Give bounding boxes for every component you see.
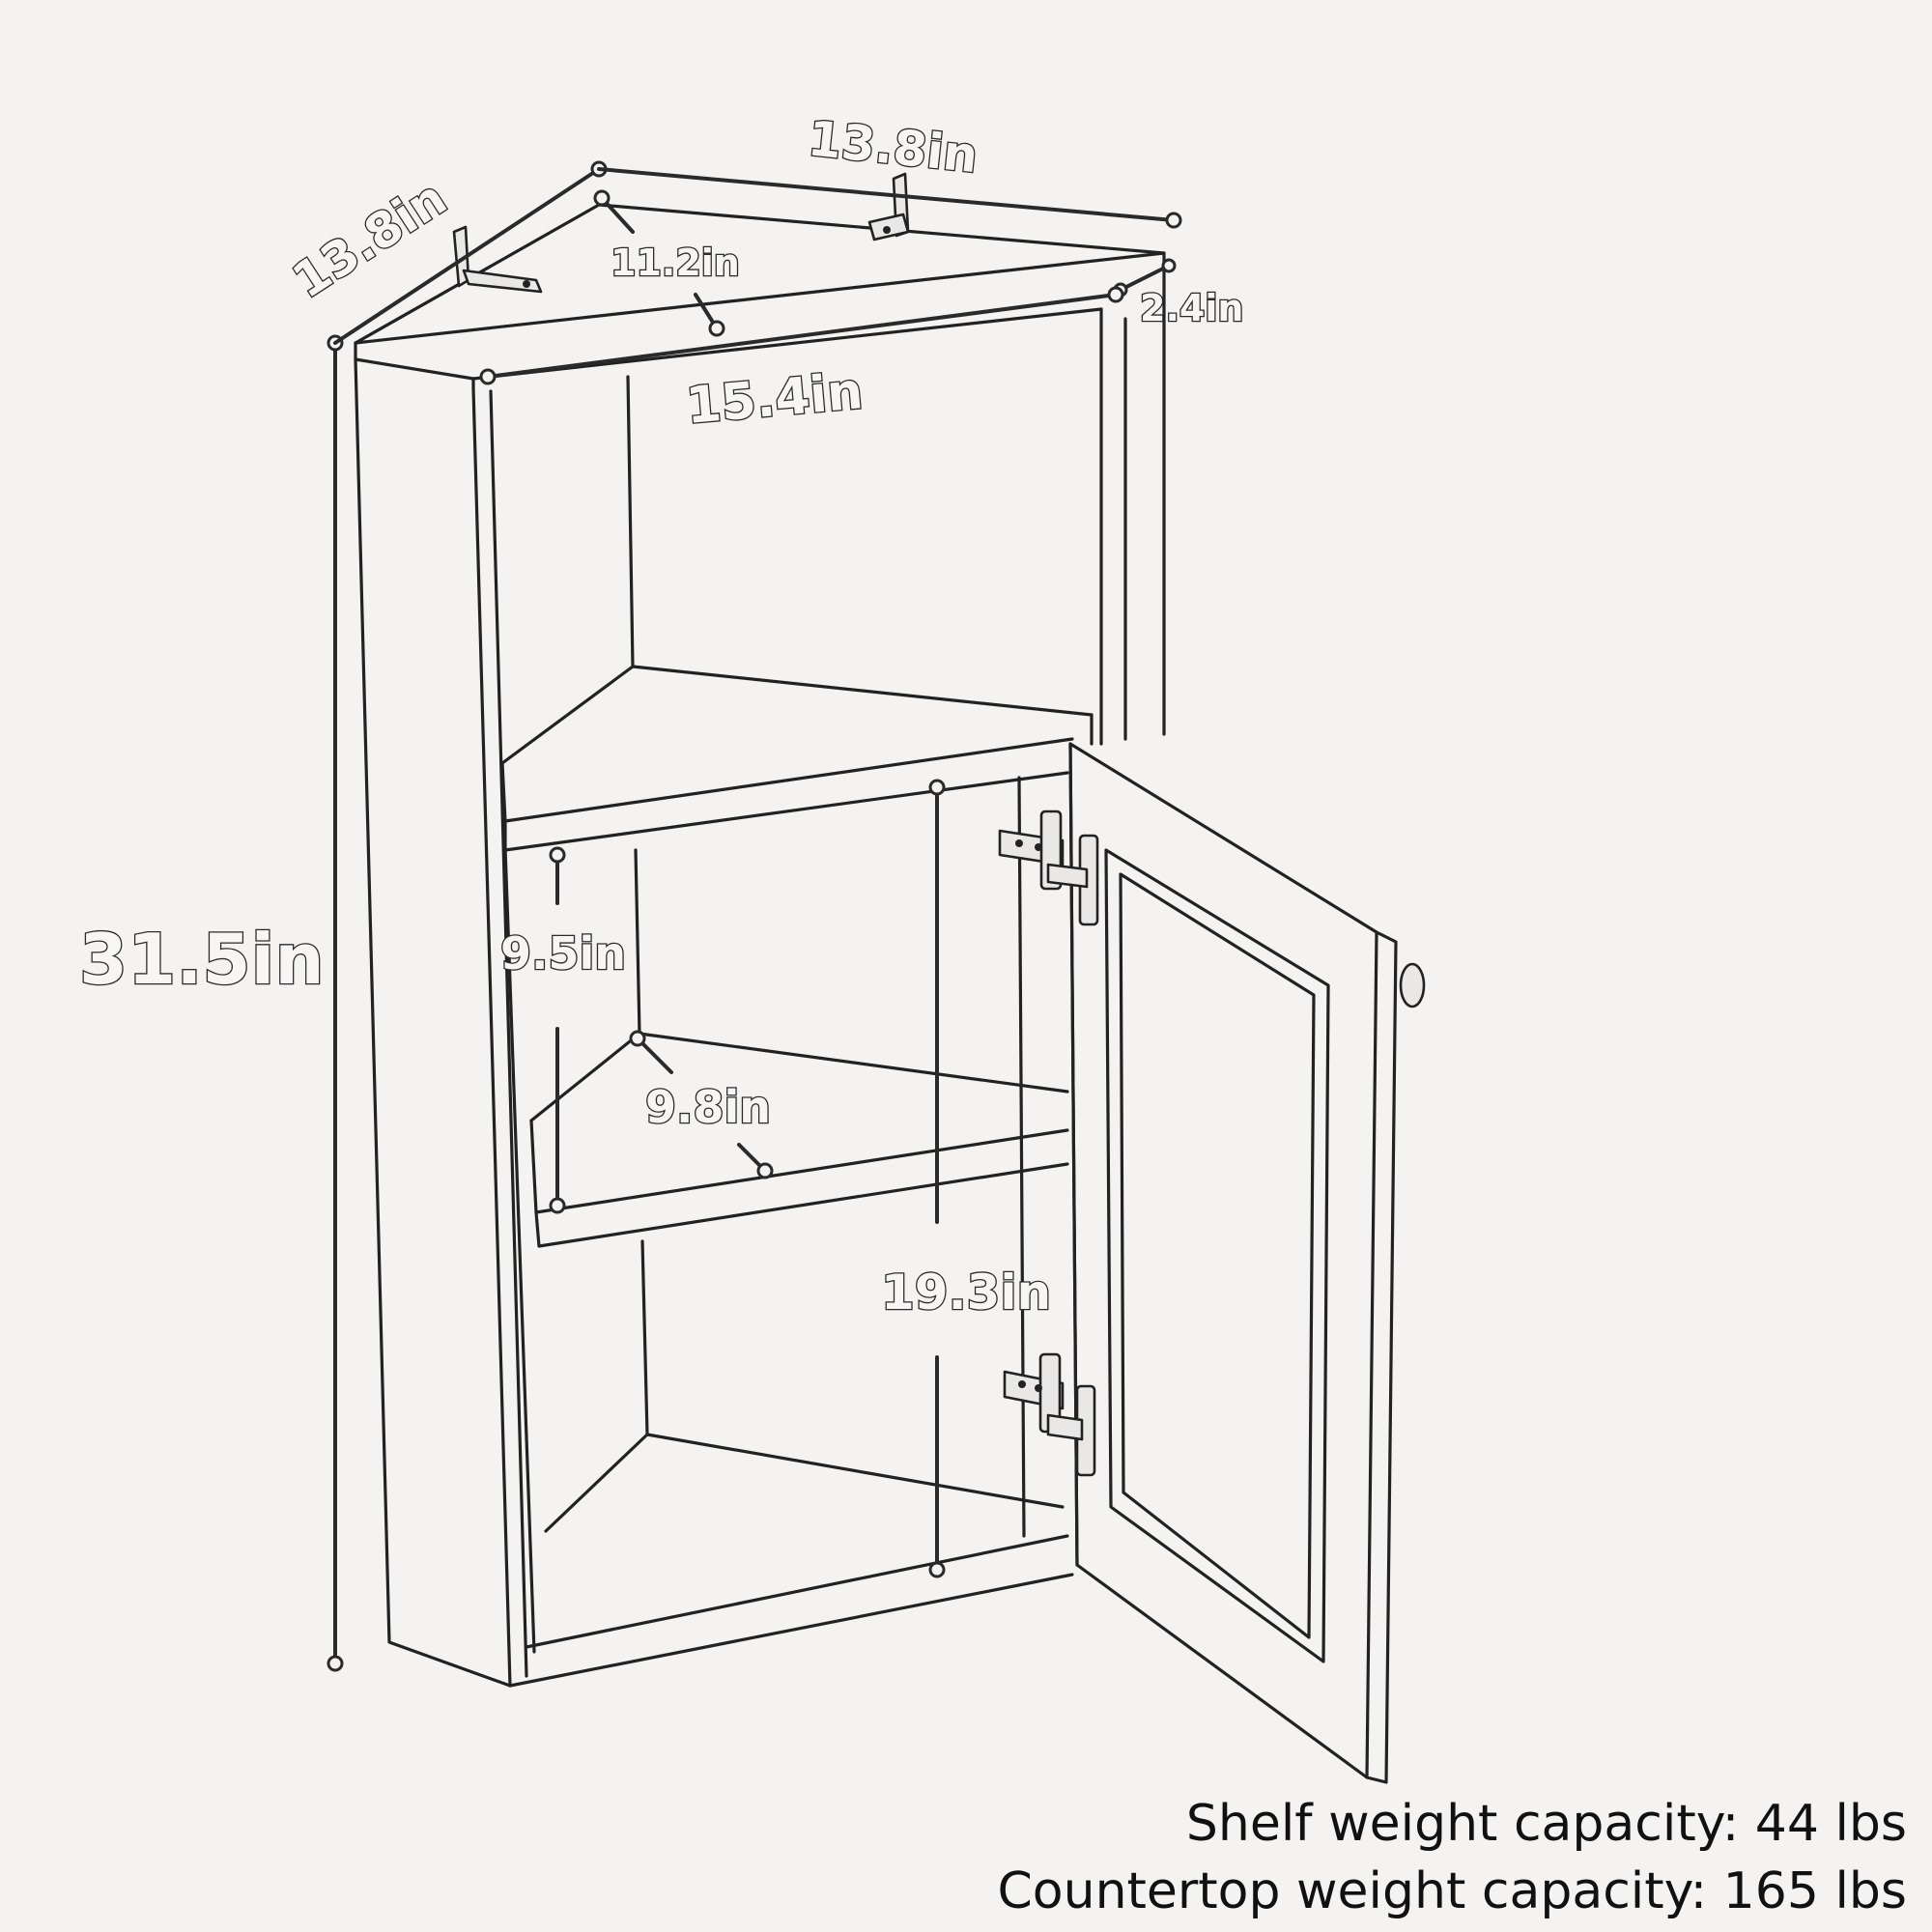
label-shelf-depth: 9.8in — [645, 1081, 771, 1133]
label-back-right-side: 13.8in — [806, 110, 980, 184]
label-top-overhang: 2.4in — [1140, 287, 1243, 329]
dimension-lines — [327, 160, 1182, 1672]
label-upper-shelf-gap: 9.5in — [500, 927, 626, 980]
label-total-height: 31.5in — [79, 919, 325, 1000]
upper-hinge — [998, 810, 1099, 926]
label-front-width: 15.4in — [684, 362, 866, 436]
lower-hinge — [1003, 1352, 1096, 1477]
left-wall-bracket — [452, 225, 543, 294]
shelf-capacity-caption: Shelf weight capacity: 44 lbs — [1185, 1795, 1907, 1853]
label-cabinet-height: 19.3in — [881, 1264, 1051, 1321]
right-wall-bracket — [867, 172, 910, 242]
cabinet-drawing — [354, 172, 1426, 1784]
label-back-left-side: 13.8in — [283, 170, 456, 310]
countertop-capacity-caption: Countertop weight capacity: 165 lbs — [997, 1862, 1907, 1920]
label-inner-top-depth: 11.2in — [611, 242, 740, 284]
